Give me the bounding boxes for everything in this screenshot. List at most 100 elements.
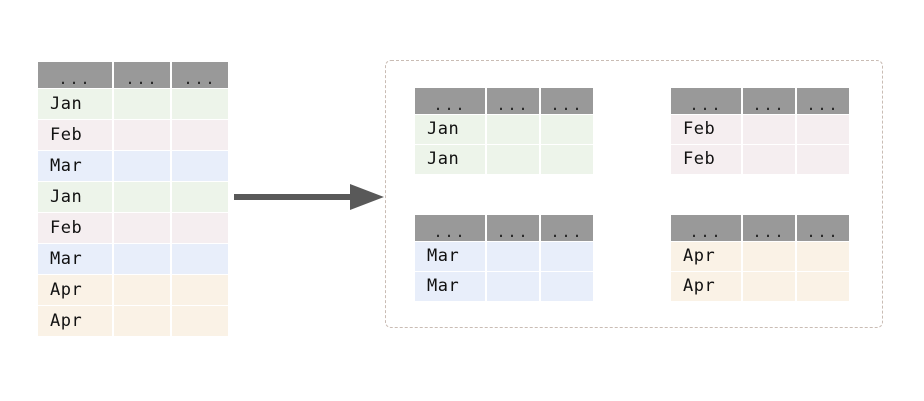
source-table-row-4-key-cell: Feb bbox=[38, 213, 112, 243]
source-table-row-5-cell-1 bbox=[114, 244, 170, 274]
group-table-mar-column-header-1: ... bbox=[487, 215, 539, 241]
group-table-feb-header: ......... bbox=[671, 88, 849, 114]
cell-value: Jan bbox=[50, 94, 83, 114]
source-table-row-7-key-cell: Apr bbox=[38, 306, 112, 336]
group-table-apr-row-1-key-cell: Apr bbox=[671, 272, 741, 301]
group-table-jan-row-0-key-cell: Jan bbox=[415, 115, 485, 144]
group-table-jan-row-1-cell-1 bbox=[487, 145, 539, 174]
cell-value: Jan bbox=[427, 149, 460, 169]
table-header-row: ......... bbox=[415, 88, 593, 114]
cell-value: Mar bbox=[50, 156, 83, 176]
group-table-mar-row-0-cell-2 bbox=[541, 242, 593, 271]
table-header-row: ......... bbox=[671, 215, 849, 241]
table-row: Feb bbox=[38, 213, 228, 243]
table-row: Mar bbox=[38, 151, 228, 181]
source-table-row-4-cell-2 bbox=[172, 213, 228, 243]
table-row: Mar bbox=[38, 244, 228, 274]
source-table-row-0-key-cell: Jan bbox=[38, 89, 112, 119]
cell-value: Apr bbox=[683, 276, 716, 296]
ellipsis-icon: ... bbox=[752, 96, 786, 114]
source-table-row-5-key-cell: Mar bbox=[38, 244, 112, 274]
table-row: Apr bbox=[38, 306, 228, 336]
source-table-column-header-1: ... bbox=[114, 62, 170, 88]
cell-value: Apr bbox=[683, 246, 716, 266]
group-table-mar-row-1-key-cell: Mar bbox=[415, 272, 485, 301]
ellipsis-icon: ... bbox=[806, 96, 840, 114]
source-table-row-1-cell-2 bbox=[172, 120, 228, 150]
source-table-row-1-key-cell: Feb bbox=[38, 120, 112, 150]
cell-value: Feb bbox=[683, 119, 716, 139]
group-table-mar-column-header-0: ... bbox=[415, 215, 485, 241]
group-table-feb-column-header-2: ... bbox=[797, 88, 849, 114]
group-table-mar-header: ......... bbox=[415, 215, 593, 241]
source-table-row-2-key-cell: Mar bbox=[38, 151, 112, 181]
ellipsis-icon: ... bbox=[496, 223, 530, 241]
source-table-row-6-cell-2 bbox=[172, 275, 228, 305]
ellipsis-icon: ... bbox=[752, 223, 786, 241]
table-header-row: ......... bbox=[415, 215, 593, 241]
ellipsis-icon: ... bbox=[689, 96, 723, 114]
ellipsis-icon: ... bbox=[58, 70, 92, 88]
source-table-row-7-cell-1 bbox=[114, 306, 170, 336]
table-row: Feb bbox=[671, 115, 849, 144]
group-table-jan-header: ......... bbox=[415, 88, 593, 114]
source-table-row-4-cell-1 bbox=[114, 213, 170, 243]
cell-value: Mar bbox=[50, 249, 83, 269]
source-table-row-3-cell-2 bbox=[172, 182, 228, 212]
group-table-feb-row-1-cell-2 bbox=[797, 145, 849, 174]
source-table-row-0-cell-1 bbox=[114, 89, 170, 119]
group-table-jan-column-header-2: ... bbox=[541, 88, 593, 114]
cell-value: Jan bbox=[427, 119, 460, 139]
source-table-row-3-cell-1 bbox=[114, 182, 170, 212]
ellipsis-icon: ... bbox=[433, 223, 467, 241]
cell-value: Feb bbox=[50, 125, 83, 145]
ellipsis-icon: ... bbox=[806, 223, 840, 241]
ellipsis-icon: ... bbox=[496, 96, 530, 114]
source-table-row-1-cell-1 bbox=[114, 120, 170, 150]
table-header-row: ......... bbox=[671, 88, 849, 114]
source-table-column-header-2: ... bbox=[172, 62, 228, 88]
group-table-jan-column-header-0: ... bbox=[415, 88, 485, 114]
group-table-jan-column-header-1: ... bbox=[487, 88, 539, 114]
group-table-apr-row-1-cell-1 bbox=[743, 272, 795, 301]
group-table-mar-row-0-key-cell: Mar bbox=[415, 242, 485, 271]
group-table-mar-column-header-2: ... bbox=[541, 215, 593, 241]
table-row: Apr bbox=[671, 242, 849, 271]
group-table-feb-column-header-1: ... bbox=[743, 88, 795, 114]
ellipsis-icon: ... bbox=[550, 96, 584, 114]
cell-value: Feb bbox=[683, 149, 716, 169]
group-table-mar-row-0-cell-1 bbox=[487, 242, 539, 271]
source-table-column-header-0: ... bbox=[38, 62, 112, 88]
group-table-apr-column-header-2: ... bbox=[797, 215, 849, 241]
source-table-row-7-cell-2 bbox=[172, 306, 228, 336]
source-table-row-0-cell-2 bbox=[172, 89, 228, 119]
group-table-mar-row-1-cell-1 bbox=[487, 272, 539, 301]
group-container bbox=[385, 60, 883, 328]
source-table-row-6-cell-1 bbox=[114, 275, 170, 305]
source-table-row-6-key-cell: Apr bbox=[38, 275, 112, 305]
group-table-jan-row-1-cell-2 bbox=[541, 145, 593, 174]
table-row: Apr bbox=[38, 275, 228, 305]
ellipsis-icon: ... bbox=[689, 223, 723, 241]
table-row: Jan bbox=[38, 89, 228, 119]
table-row: Mar bbox=[415, 272, 593, 301]
cell-value: Feb bbox=[50, 218, 83, 238]
source-table-row-5-cell-2 bbox=[172, 244, 228, 274]
ellipsis-icon: ... bbox=[550, 223, 584, 241]
split-arrow-icon bbox=[234, 184, 384, 210]
table-row: Jan bbox=[415, 145, 593, 174]
group-table-jan-row-1-key-cell: Jan bbox=[415, 145, 485, 174]
group-table-jan-row-0-cell-1 bbox=[487, 115, 539, 144]
cell-value: Mar bbox=[427, 246, 460, 266]
ellipsis-icon: ... bbox=[433, 96, 467, 114]
